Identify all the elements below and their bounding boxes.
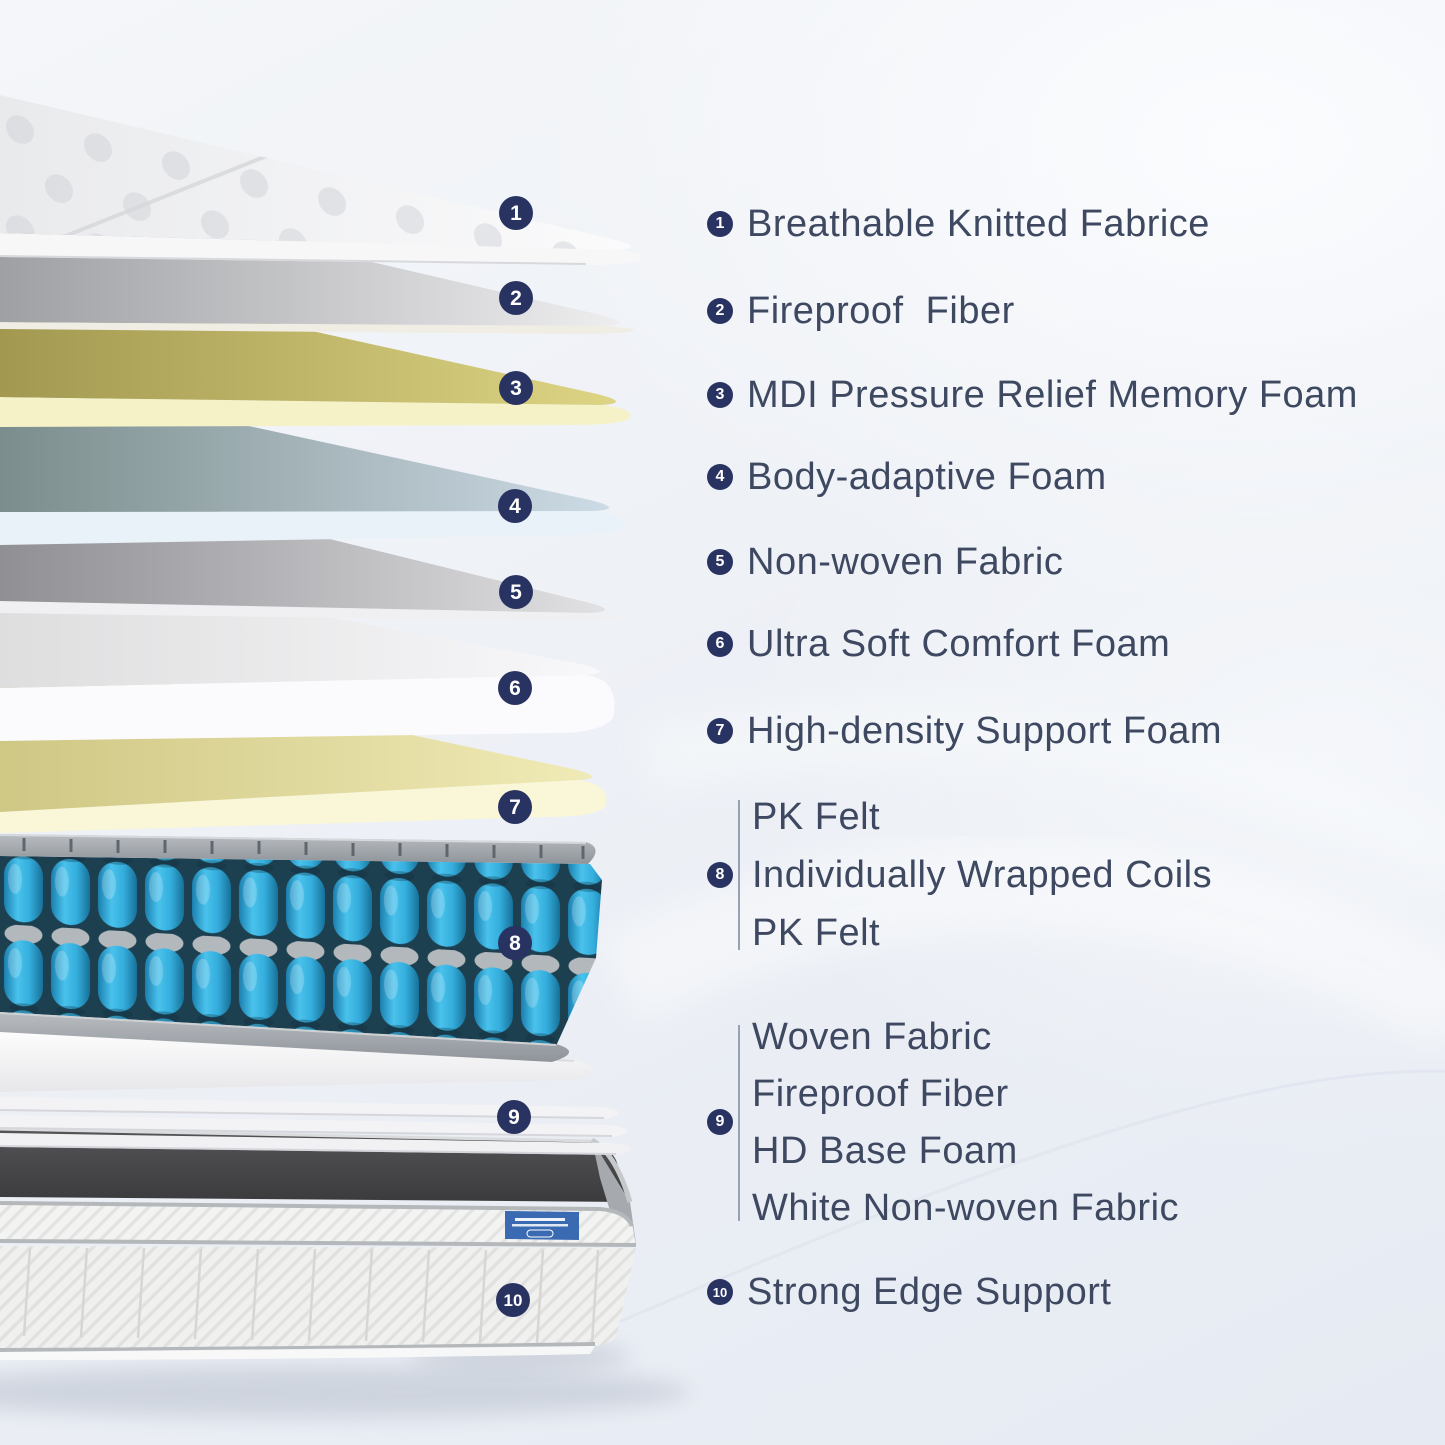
legend-item-3: MDI Pressure Relief Memory Foam	[747, 371, 1358, 419]
brand-label	[505, 1211, 579, 1240]
stack-badge-2: 2	[499, 281, 533, 315]
legend-label-9b: Fireproof Fiber	[752, 1073, 1009, 1115]
stack-badge-9: 9	[497, 1100, 531, 1134]
legend-label-2: Fireproof Fiber	[747, 290, 1015, 332]
legend-label-9d: White Non-woven Fabric	[752, 1187, 1180, 1229]
legend-item-4: Body-adaptive Foam	[747, 453, 1107, 501]
stack-badge-5: 5	[499, 575, 533, 609]
legend-label-1: Breathable Knitted Fabrice	[747, 203, 1210, 245]
legend-badge-2: 2	[707, 298, 733, 324]
legend-item-9: Woven Fabric Fireproof Fiber HD Base Foa…	[738, 1009, 1179, 1237]
floor-shadow	[0, 1342, 690, 1418]
legend-badge-8: 8	[707, 862, 733, 888]
legend-label-3: MDI Pressure Relief Memory Foam	[747, 374, 1358, 416]
legend-label-5: Non-woven Fabric	[747, 541, 1064, 583]
legend-item-8: PK Felt Individually Wrapped Coils PK Fe…	[738, 788, 1212, 962]
legend-label-10: Strong Edge Support	[747, 1271, 1112, 1313]
legend-item-1: Breathable Knitted Fabrice	[747, 200, 1210, 248]
legend-group-divider	[738, 1025, 740, 1221]
felt-notches	[22, 838, 585, 859]
legend-label-8b: Individually Wrapped Coils	[752, 854, 1213, 896]
layer-knitted-fabric	[0, 95, 642, 265]
layer-strong-edge-support	[0, 1127, 637, 1360]
legend-label-4: Body-adaptive Foam	[747, 456, 1107, 498]
legend-label-9c: HD Base Foam	[752, 1130, 1018, 1172]
legend-badge-3: 3	[707, 382, 733, 408]
legend-item-6: Ultra Soft Comfort Foam	[747, 620, 1170, 668]
legend-label-6: Ultra Soft Comfort Foam	[747, 623, 1171, 665]
layer-base-sheet-stack	[0, 1026, 632, 1155]
layer-fireproof-fiber	[0, 176, 635, 334]
legend-label-9a: Woven Fabric	[752, 1016, 992, 1058]
legend-badge-4: 4	[707, 464, 733, 490]
legend-badge-5: 5	[707, 549, 733, 575]
legend-item-5: Non-woven Fabric	[747, 538, 1063, 586]
stack-badge-8: 8	[498, 926, 532, 960]
stack-badge-10: 10	[496, 1283, 530, 1317]
legend-badge-10: 10	[707, 1279, 733, 1305]
legend-badge-1: 1	[707, 211, 733, 237]
legend-group-divider	[738, 800, 740, 950]
legend-label-8a: PK Felt	[752, 796, 881, 838]
legend-badge-6: 6	[707, 631, 733, 657]
legend-label-7: High-density Support Foam	[747, 710, 1223, 752]
legend-item-7: High-density Support Foam	[747, 707, 1222, 755]
stack-badge-6: 6	[498, 671, 532, 705]
stack-badge-4: 4	[498, 489, 532, 523]
stack-badge-3: 3	[499, 371, 533, 405]
legend-badge-9: 9	[707, 1109, 733, 1135]
legend-item-10: Strong Edge Support	[747, 1268, 1111, 1316]
legend-item-2: Fireproof Fiber	[747, 287, 1015, 335]
stack-badge-1: 1	[499, 196, 533, 230]
legend-label-8c: PK Felt	[752, 912, 881, 954]
stack-badge-7: 7	[498, 790, 532, 824]
layer-memory-foam	[0, 262, 631, 427]
layer-adaptive-foam	[0, 372, 624, 545]
legend-badge-7: 7	[707, 718, 733, 744]
